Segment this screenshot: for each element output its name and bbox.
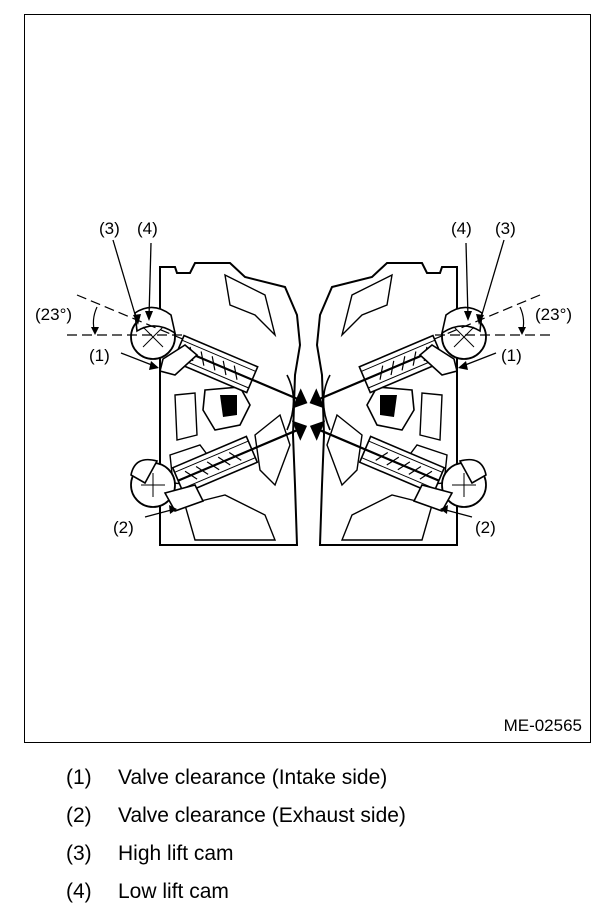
legend: (1) Valve clearance (Intake side) (2) Va… [66, 766, 406, 918]
legend-text: Valve clearance (Exhaust side) [118, 804, 406, 827]
legend-item: (3) High lift cam [66, 842, 406, 880]
legend-number: (3) [66, 842, 92, 865]
legend-number: (1) [66, 766, 92, 789]
angle-label-left: (23°) [35, 305, 72, 324]
legend-text: Low lift cam [118, 880, 229, 903]
legend-number: (2) [66, 804, 92, 827]
cylinder-head-cross-section: (3) (4) (23°) (1) (2) (4) (3) (23°) (1) … [35, 219, 572, 547]
callout-3-right: (3) [495, 219, 516, 238]
figure-code: ME-02565 [503, 716, 582, 735]
angle-label-right: (23°) [535, 305, 572, 324]
right-head-half [302, 238, 552, 547]
legend-text: Valve clearance (Intake side) [118, 766, 388, 789]
legend-item: (2) Valve clearance (Exhaust side) [66, 804, 406, 842]
legend-item: (1) Valve clearance (Intake side) [66, 766, 406, 804]
callout-1-left: (1) [89, 346, 110, 365]
legend-number: (4) [66, 880, 92, 903]
callout-4-left: (4) [137, 219, 158, 238]
callout-2-left: (2) [113, 518, 134, 537]
callout-3-left: (3) [99, 219, 120, 238]
left-head-half [65, 238, 315, 547]
legend-item: (4) Low lift cam [66, 880, 406, 918]
callout-4-right: (4) [451, 219, 472, 238]
callout-1-right: (1) [501, 346, 522, 365]
diagram-frame: (3) (4) (23°) (1) (2) (4) (3) (23°) (1) … [24, 14, 591, 743]
callout-2-right: (2) [475, 518, 496, 537]
legend-text: High lift cam [118, 842, 234, 865]
